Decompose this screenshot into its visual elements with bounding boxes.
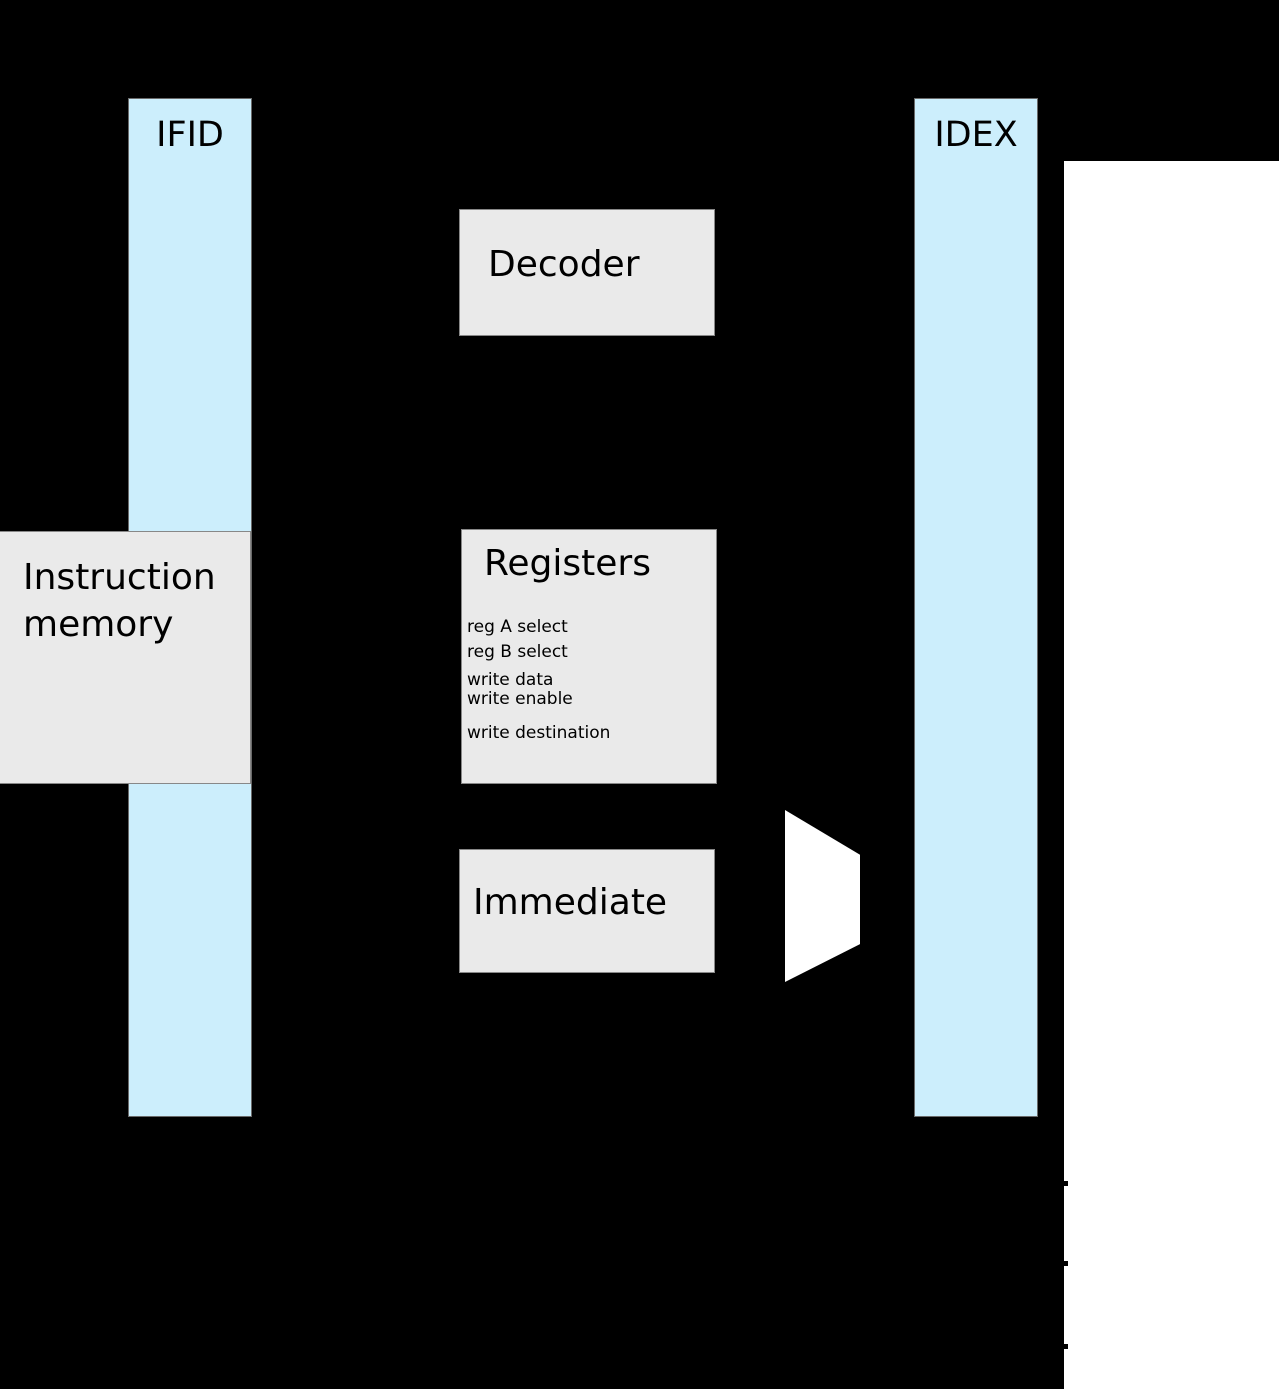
page-backdrop-right [1064,161,1279,1389]
signal-write-destination: write destination [467,723,611,743]
block-instruction-memory: Instruction memory [0,531,251,784]
pipeline-register-idex-label: IDEX [934,115,1018,155]
connector-stub-3 [1064,1344,1068,1349]
signal-reg-b-select: reg B select [467,642,568,662]
operand-mux [785,810,860,982]
signal-reg-a-select: reg A select [467,617,568,637]
block-decoder: Decoder [459,209,715,336]
block-immediate: Immediate [459,849,715,973]
pipeline-register-idex: IDEX [914,98,1038,1117]
pipeline-register-ifid-label: IFID [156,115,224,155]
connector-stub-2 [1064,1261,1068,1266]
block-instruction-memory-label: Instruction memory [23,557,216,645]
block-immediate-label: Immediate [473,882,668,923]
block-registers: Registers reg A select reg B select writ… [461,529,717,784]
connector-stub-1 [1064,1181,1068,1186]
signal-write-data: write data [467,670,554,690]
block-decoder-label: Decoder [488,244,640,285]
block-registers-label: Registers [484,543,651,584]
signal-write-enable: write enable [467,689,573,709]
